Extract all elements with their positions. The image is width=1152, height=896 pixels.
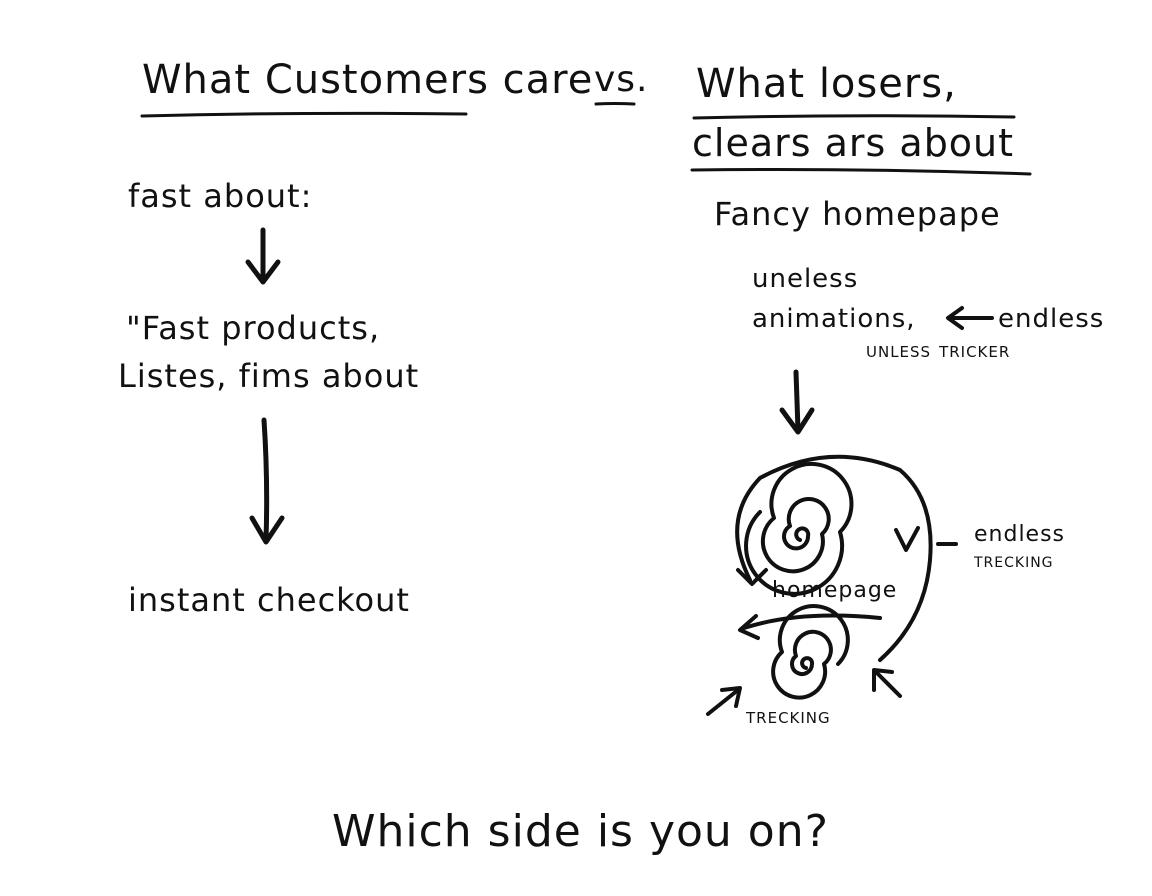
footer-question: Which side is you on? — [332, 806, 829, 857]
outer-loop — [735, 454, 933, 662]
right-arrow-down — [779, 369, 815, 435]
left-item1-line1: "Fast products, — [126, 309, 381, 347]
side-note-line2: unless tricker — [866, 338, 1011, 363]
lower-entry-arrow — [738, 613, 882, 640]
right-intro: Fancy homepape — [714, 195, 1001, 233]
right-column-title-line1: What losers, — [696, 61, 957, 107]
right-item1-line1: uneless — [752, 264, 859, 294]
left-intro: fast about: — [128, 177, 313, 215]
spiral-side-label-line1: endless — [974, 522, 1066, 547]
left-column-title: What Customers care — [142, 57, 594, 103]
vs-label: vs. — [594, 59, 649, 100]
right-item1-line2: animations, — [752, 304, 916, 334]
right-column-title-line2: clears ars about — [692, 121, 1015, 165]
spiral-bottom-label: trecking — [746, 704, 831, 729]
side-note-arrow — [946, 306, 994, 330]
upper-spiral — [744, 461, 854, 596]
side-note-line1: endless — [998, 304, 1105, 334]
lower-right-arrow — [872, 668, 902, 698]
left-item2: instant checkout — [128, 581, 410, 619]
left-arrow-1 — [245, 227, 281, 285]
lower-left-arrow — [706, 686, 742, 716]
left-arrow-2 — [249, 417, 285, 545]
vs-underline — [594, 102, 636, 106]
left-title-underline — [140, 111, 468, 118]
right-title-underline-1 — [692, 114, 1016, 120]
lower-spiral — [771, 604, 850, 700]
right-title-underline-2 — [690, 168, 1032, 176]
spiral-side-label-line2: trecking — [974, 548, 1054, 572]
left-item1-line2: Listes, fims about — [118, 357, 420, 395]
spiral-top-label: homepage — [772, 578, 898, 603]
